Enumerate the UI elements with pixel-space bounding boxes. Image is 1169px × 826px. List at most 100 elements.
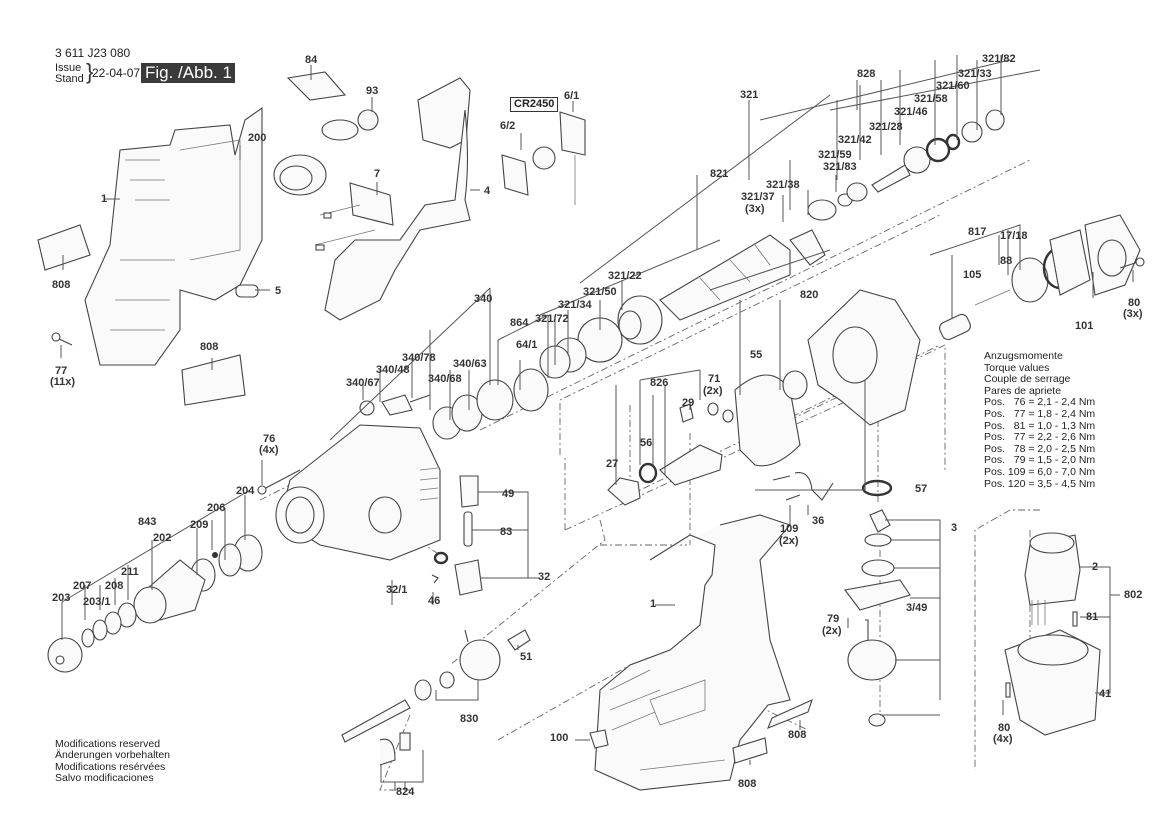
part-label-7: 7 — [374, 168, 380, 180]
part-label-206: 206 — [207, 502, 225, 514]
label-sticker-808-a — [37, 224, 91, 271]
part-label-340-48: 340/48 — [376, 364, 410, 376]
part-label-56: 56 — [640, 437, 652, 449]
intermediate-shaft-830 — [341, 629, 531, 766]
torque-row: Pos. 76 = 2,1 - 2,4 Nm — [984, 396, 1096, 409]
part-label-203: 203 — [52, 592, 70, 604]
modifications-en: Modifications reserved — [55, 738, 161, 750]
part-label-824: 824 — [396, 786, 415, 798]
issue-stand-labels: Issue Stand — [55, 63, 84, 85]
part-label-817: 817 — [968, 226, 986, 238]
screw-80-b — [1005, 682, 1011, 698]
part-label-864: 864 — [510, 317, 529, 329]
part-label-55: 55 — [750, 349, 762, 361]
brace-symbol: } — [86, 59, 94, 84]
part-label-340-78: 340/78 — [402, 352, 436, 364]
cap-100 — [589, 729, 609, 749]
part-label-321-50: 321/50 — [583, 286, 617, 298]
part-label-200: 200 — [248, 132, 266, 144]
part-label-321-83: 321/83 — [823, 161, 857, 173]
part-label-321-28: 321/28 — [869, 121, 903, 133]
part-label-321-37: 321/37 — [741, 191, 775, 203]
bevel-gear-assembly-817 — [939, 214, 1145, 341]
part-label-340-67: 340/67 — [346, 377, 380, 389]
motor-housing-41 — [1004, 629, 1101, 736]
impact-gear-set — [539, 295, 663, 379]
torque-title-fr: Couple de serrage — [984, 373, 1071, 386]
part-label-80-a-qty: (3x) — [1123, 308, 1143, 320]
label-sticker-808-d — [732, 737, 768, 764]
part-label-79: 79 — [827, 613, 839, 625]
part-label-4: 4 — [484, 185, 491, 197]
part-label-321-38: 321/38 — [766, 179, 800, 191]
part-label-83: 83 — [500, 526, 512, 538]
torque-row: Pos. 120 = 3,5 - 4,5 Nm — [984, 477, 1096, 490]
torque-title-de: Anzugsmomente — [984, 350, 1063, 362]
part-label-208: 208 — [105, 580, 123, 592]
gear-stack-3 — [844, 509, 911, 727]
screw-76 — [261, 469, 301, 491]
part-label-51: 51 — [520, 651, 532, 663]
part-label-1-bottom: 1 — [650, 598, 656, 610]
part-label-321-60: 321/60 — [936, 80, 970, 92]
part-label-80-b-qty: (4x) — [993, 733, 1013, 745]
part-label-64-1: 64/1 — [516, 339, 537, 351]
torque-title-es: Pares de apriete — [984, 384, 1062, 397]
part-label-1-top: 1 — [101, 193, 107, 205]
part-label-202: 202 — [153, 532, 171, 544]
part-label-29: 29 — [682, 397, 694, 409]
part-label-808-d: 808 — [738, 778, 756, 790]
label-sticker-808-c — [767, 698, 813, 729]
torque-row: Pos. 77 = 2,2 - 2,6 Nm — [984, 431, 1096, 444]
housing-half-left — [84, 106, 263, 366]
screw-81 — [1072, 611, 1078, 627]
part-label-57: 57 — [915, 483, 927, 495]
mode-selector-32 — [431, 475, 483, 596]
part-label-340-68: 340/68 — [428, 373, 462, 385]
holder-6-1 — [559, 111, 586, 156]
part-label-340-63: 340/63 — [453, 358, 487, 370]
screw-76-head — [257, 485, 267, 495]
part-label-77-qty: (11x) — [50, 376, 75, 388]
spring-5 — [235, 284, 259, 298]
part-label-2: 2 — [1092, 561, 1098, 573]
assembly-axes — [259, 159, 1040, 791]
cover-84 — [286, 71, 347, 101]
part-label-3: 3 — [951, 522, 957, 534]
o-ring-57 — [861, 479, 893, 497]
part-label-321-34: 321/34 — [558, 299, 593, 311]
issue-date: 22-04-07 — [92, 66, 141, 80]
switch-slider-93 — [321, 109, 379, 141]
part-label-88: 88 — [1000, 255, 1012, 267]
part-label-321-72: 321/72 — [535, 313, 569, 325]
figure-label: Fig. /Abb. 1 — [141, 63, 235, 83]
part-label-321-58: 321/58 — [914, 93, 948, 105]
part-label-76: 76 — [263, 433, 275, 445]
torque-row: Pos. 79 = 1,5 - 2,0 Nm — [984, 454, 1096, 467]
part-label-32-1: 32/1 — [386, 584, 407, 596]
part-label-828: 828 — [857, 68, 875, 80]
screw-77-head — [51, 332, 61, 342]
motor-stator-2 — [1024, 532, 1081, 625]
part-label-340: 340 — [474, 293, 492, 305]
label-sticker-808-b — [181, 354, 246, 406]
switch-assembly-4 — [324, 77, 471, 321]
tool-holder-843 — [47, 534, 263, 673]
part-label-101: 101 — [1075, 320, 1093, 332]
screw-109 — [772, 475, 801, 501]
part-label-321-22: 321/22 — [608, 270, 642, 282]
torque-values-table: Anzugsmomente Torque values Couple de se… — [984, 350, 1096, 490]
piston-assembly-826 — [607, 402, 734, 506]
part-label-49: 49 — [502, 488, 514, 500]
stand-label: Stand — [55, 73, 84, 85]
part-label-321-46: 321/46 — [894, 106, 928, 118]
part-label-71-qty: (2x) — [703, 385, 723, 397]
torque-row: Pos. 81 = 1,0 - 1,3 Nm — [984, 419, 1096, 432]
part-label-211: 211 — [121, 566, 139, 578]
part-label-204: 204 — [236, 485, 255, 497]
part-label-79-qty: (2x) — [822, 625, 842, 637]
part-label-27: 27 — [606, 458, 618, 470]
part-label-109: 109 — [780, 523, 798, 535]
torque-row: Pos. 78 = 2,0 - 2,5 Nm — [984, 442, 1096, 455]
document-number: 3 611 J23 080 — [55, 46, 131, 60]
